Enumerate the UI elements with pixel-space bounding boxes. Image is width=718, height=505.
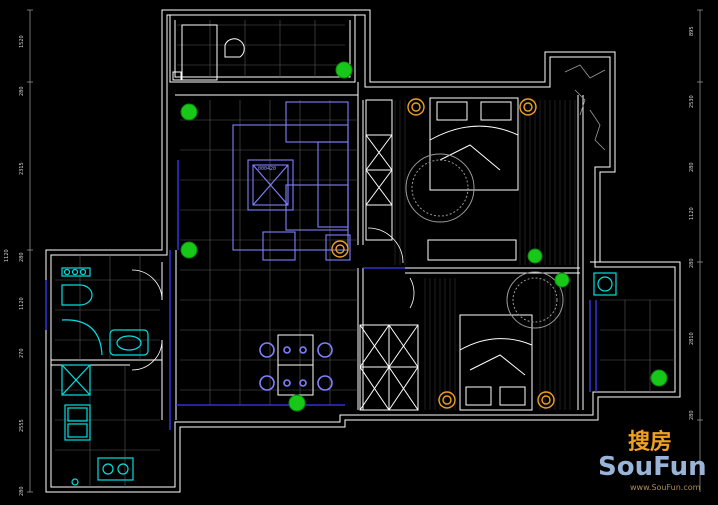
floor-grid	[55, 20, 675, 487]
dim-left-1: 280	[19, 86, 25, 96]
plants	[180, 61, 668, 412]
wardrobes	[359, 99, 419, 411]
dim-left-3: 1120	[4, 249, 10, 262]
bathroom-fixtures	[61, 267, 149, 396]
soufun-watermark: 搜房 SouFun www.SouFun.com	[598, 429, 707, 492]
dimensions-right: 895 2530 280 1120 280 2810 280	[689, 26, 695, 420]
bed-master	[429, 97, 519, 191]
sofa-set	[232, 101, 351, 261]
tv-unit-label: 000420	[258, 166, 276, 172]
dim-left-2: 2315	[19, 162, 25, 175]
dim-left-6: 270	[19, 348, 25, 358]
dim-left-8: 280	[19, 486, 25, 496]
watermark-chinese: 搜房	[628, 429, 672, 455]
garden-landscape	[564, 64, 606, 151]
dim-right-4: 280	[689, 258, 695, 268]
dim-left-5: 1120	[19, 297, 25, 310]
rugs	[405, 153, 564, 329]
dim-left-4: 280	[19, 252, 25, 262]
dim-right-5: 2810	[689, 332, 695, 345]
washing-machine	[593, 272, 617, 296]
dining-table	[277, 334, 314, 396]
bedroom-wood-floor	[394, 100, 576, 410]
dim-left-0: 1520	[19, 35, 25, 48]
watermark-url: www.SouFun.com	[630, 483, 701, 492]
bed-second	[459, 314, 533, 411]
outer-walls	[45, 9, 681, 493]
dim-right-2: 280	[689, 162, 695, 172]
dim-right-0: 895	[689, 26, 695, 36]
dining-chairs	[259, 342, 333, 391]
dim-left-7: 2555	[19, 419, 25, 432]
dim-right-6: 280	[689, 410, 695, 420]
inner-walls	[51, 15, 675, 420]
dim-right-3: 1120	[689, 207, 695, 220]
dimensions-left: 1520 280 2315 1120 280 1120 270 2555 280	[4, 35, 25, 496]
kitchen-fixtures	[64, 404, 134, 486]
dim-right-1: 2530	[689, 95, 695, 108]
door-swings	[131, 227, 415, 371]
lamps	[331, 98, 555, 409]
bedroom-dresser	[427, 239, 517, 261]
balcony-desk	[172, 24, 245, 81]
window-lines	[45, 160, 597, 430]
dimension-ticks	[27, 9, 703, 493]
watermark-brand: SouFun	[598, 452, 707, 482]
